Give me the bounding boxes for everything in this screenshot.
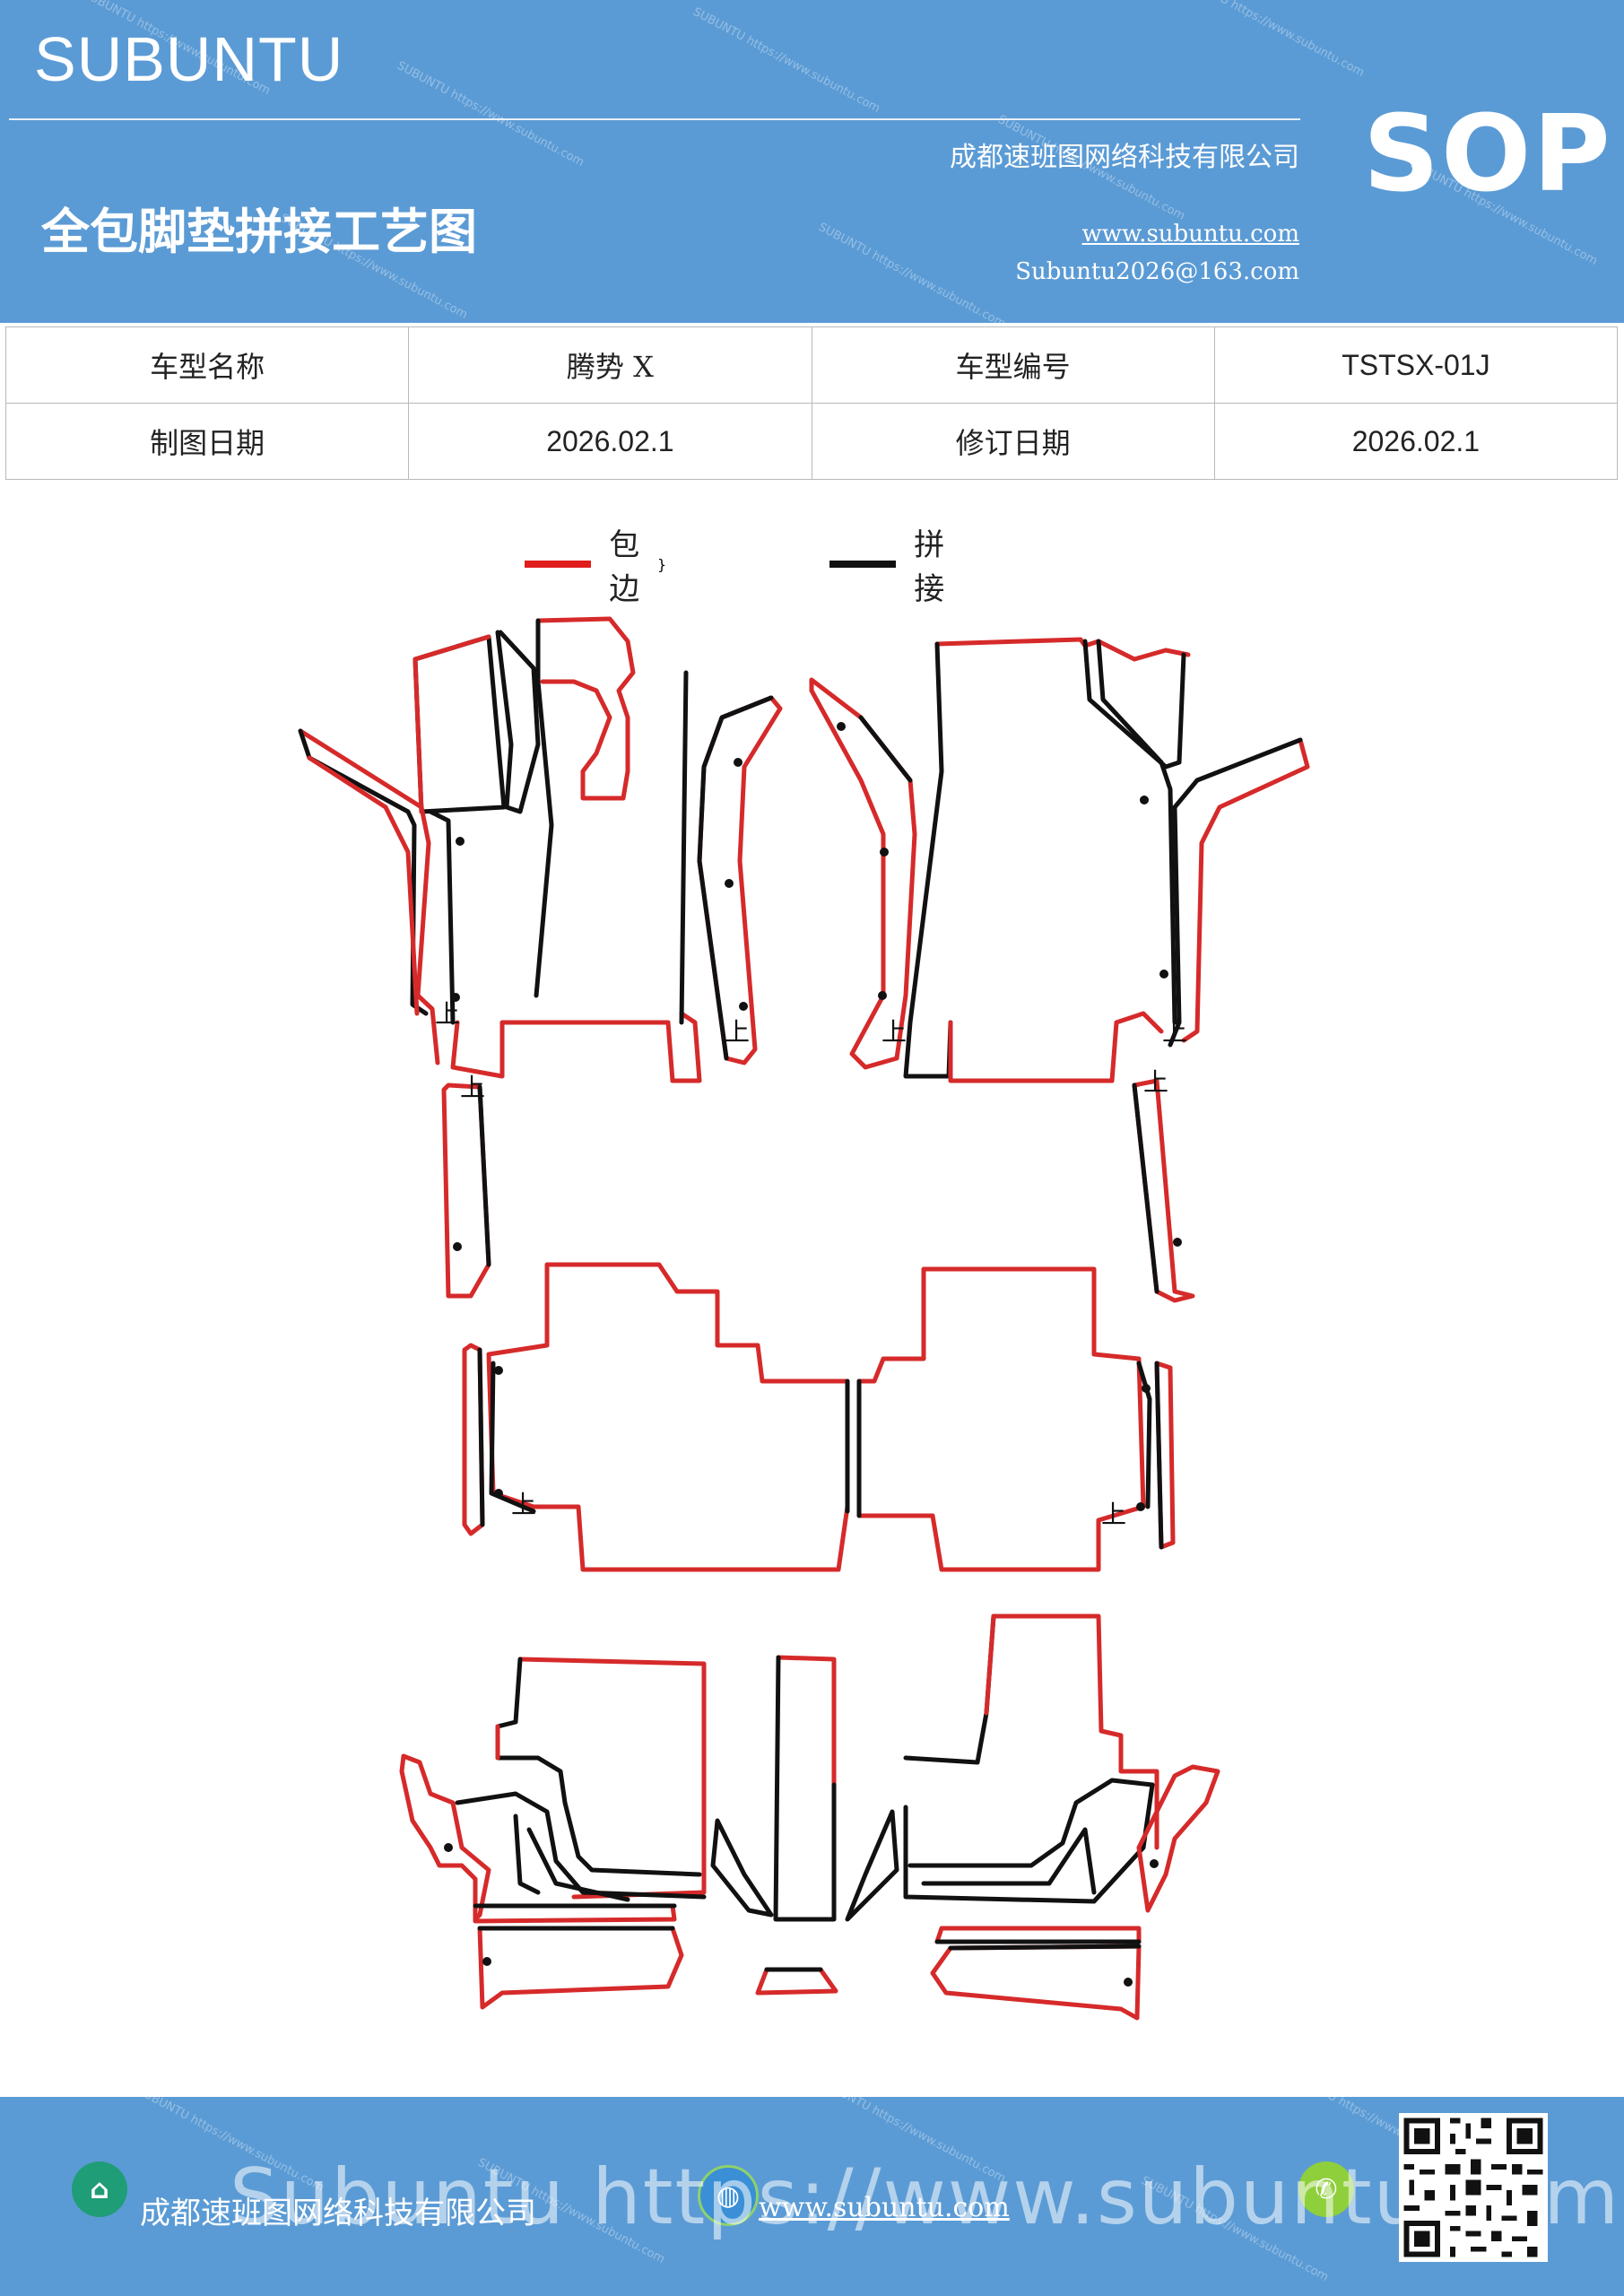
up-mark-label: 上 — [460, 1073, 485, 1102]
sop-badge: SOP — [1363, 91, 1612, 215]
attachment-dot — [444, 1843, 453, 1852]
header-banner: SUBUNTU https://www.subuntu.com SUBUNTU … — [0, 0, 1624, 323]
second-row-left-mat — [486, 1262, 850, 1572]
attachment-dot — [878, 991, 887, 1000]
third-row-right-mat — [903, 1613, 1159, 1904]
watermark-text: SUBUNTU https://www.subuntu.com — [1175, 0, 1367, 81]
attachment-dot — [1142, 1384, 1151, 1393]
attachment-dot — [451, 993, 460, 1002]
globe-icon: ◍ — [698, 2165, 759, 2226]
third-row-center-tab — [755, 1967, 838, 1996]
attachment-dot — [1173, 1238, 1182, 1247]
table-row: 车型名称 腾势 X 车型编号 TSTSX-01J — [4, 326, 1619, 404]
brand-name: SUBUNTU — [34, 24, 344, 94]
attachment-dots — [444, 722, 1182, 1987]
orientation-marks: 上 上 上 上 上 上 上 上 — [435, 999, 1187, 1529]
second-row-left-side-strip — [462, 1343, 485, 1536]
watermark-text: SUBUNTU https://www.subuntu.com — [816, 220, 1008, 323]
left-connector-strip — [441, 1083, 491, 1299]
building-icon: ⌂ — [72, 2161, 127, 2217]
driver-side-strip — [298, 728, 440, 1065]
legend-label: 包边 — [609, 527, 640, 607]
footer-overlay-text: Subuntu https://www.subuntu.com — [230, 2152, 1621, 2242]
qr-code — [1399, 2113, 1548, 2262]
third-row-right-corner-piece — [1136, 1764, 1220, 1913]
passenger-front-mat — [903, 637, 1191, 1083]
table-row: 制图日期 2026.02.1 修订日期 2026.02.1 — [4, 403, 1619, 480]
third-row-right-lower-piece — [930, 1944, 1142, 2021]
attachment-dot — [880, 848, 889, 857]
header-divider — [9, 118, 1300, 120]
driver-door-strip — [697, 695, 783, 1065]
third-row-right-strip — [934, 1926, 1142, 1944]
right-connector-strip — [1132, 1078, 1195, 1303]
website-link[interactable]: www.subuntu.com — [1081, 221, 1300, 248]
third-row-left-mat — [455, 1657, 707, 1902]
second-row-right-side-strip — [1154, 1361, 1176, 1550]
watermark-text: SUBUNTU https://www.subuntu.com — [395, 58, 586, 170]
attachment-dot — [837, 722, 846, 731]
model-name-label: 车型名称 — [4, 326, 410, 404]
passenger-door-strip — [809, 677, 917, 1070]
attachment-dot — [1136, 1502, 1145, 1511]
model-name-value: 腾势 X — [408, 326, 812, 404]
attachment-dot — [453, 1242, 462, 1251]
draw-date-value: 2026.02.1 — [408, 403, 812, 480]
up-mark-label: 上 — [881, 1017, 907, 1047]
footer-banner: SUBUNTU https://www.subuntu.com SUBUNTU … — [0, 2097, 1624, 2296]
attachment-dot — [1124, 1978, 1133, 1987]
up-mark-label: 上 — [435, 999, 460, 1029]
attachment-dot — [1159, 970, 1168, 978]
third-row-left-lower-piece — [477, 1926, 684, 2010]
legend-item-edging: 包边 } — [525, 520, 666, 608]
footer-website-link[interactable]: www.subuntu.com — [759, 2192, 1010, 2223]
legend-label: 拼接 — [914, 527, 945, 607]
driver-front-mat — [413, 616, 702, 1083]
footer-company-name: 成都速班图网络科技有限公司 — [140, 2196, 536, 2231]
third-row-center-strip — [710, 1655, 899, 1922]
attachment-dot — [739, 1002, 748, 1011]
up-mark-label: 上 — [511, 1490, 536, 1519]
third-row-left-corner-piece — [399, 1753, 491, 1922]
up-mark-label: 上 — [1101, 1500, 1126, 1529]
contact-email: Subuntu2026@163.com — [1015, 258, 1299, 285]
up-mark-label: 上 — [1143, 1067, 1168, 1097]
attachment-dot — [494, 1366, 503, 1375]
attachment-dot — [494, 1489, 503, 1498]
draw-date-label: 制图日期 — [4, 403, 410, 480]
third-row-left-strip — [473, 1903, 677, 1924]
vehicle-info-table: 车型名称 腾势 X 车型编号 TSTSX-01J 制图日期 2026.02.1 … — [4, 326, 1619, 480]
up-mark-label: 上 — [1162, 1017, 1187, 1047]
company-name: 成都速班图网络科技有限公司 — [950, 142, 1299, 173]
wechat-icon: ✆ — [1298, 2161, 1354, 2217]
second-row-right-mat — [856, 1266, 1152, 1572]
revise-date-label: 修订日期 — [811, 403, 1215, 480]
legend-item-seam: 拼接 — [829, 520, 962, 608]
revise-date-value: 2026.02.1 — [1213, 403, 1619, 480]
watermark-text: SUBUNTU https://www.subuntu.com — [690, 4, 882, 117]
seam-line-swatch — [829, 561, 897, 568]
attachment-dot — [456, 837, 465, 846]
model-code-label: 车型编号 — [811, 326, 1215, 404]
attachment-dot — [482, 1957, 491, 1966]
attachment-dot — [1140, 796, 1149, 804]
edging-line-swatch — [525, 561, 592, 568]
attachment-dot — [734, 758, 743, 767]
model-code-value: TSTSX-01J — [1213, 326, 1619, 404]
page-title: 全包脚垫拼接工艺图 — [41, 203, 477, 260]
attachment-dot — [725, 879, 734, 888]
passenger-side-strip — [1168, 737, 1310, 1048]
attachment-dot — [1150, 1859, 1159, 1868]
up-mark-label: 上 — [725, 1017, 750, 1047]
